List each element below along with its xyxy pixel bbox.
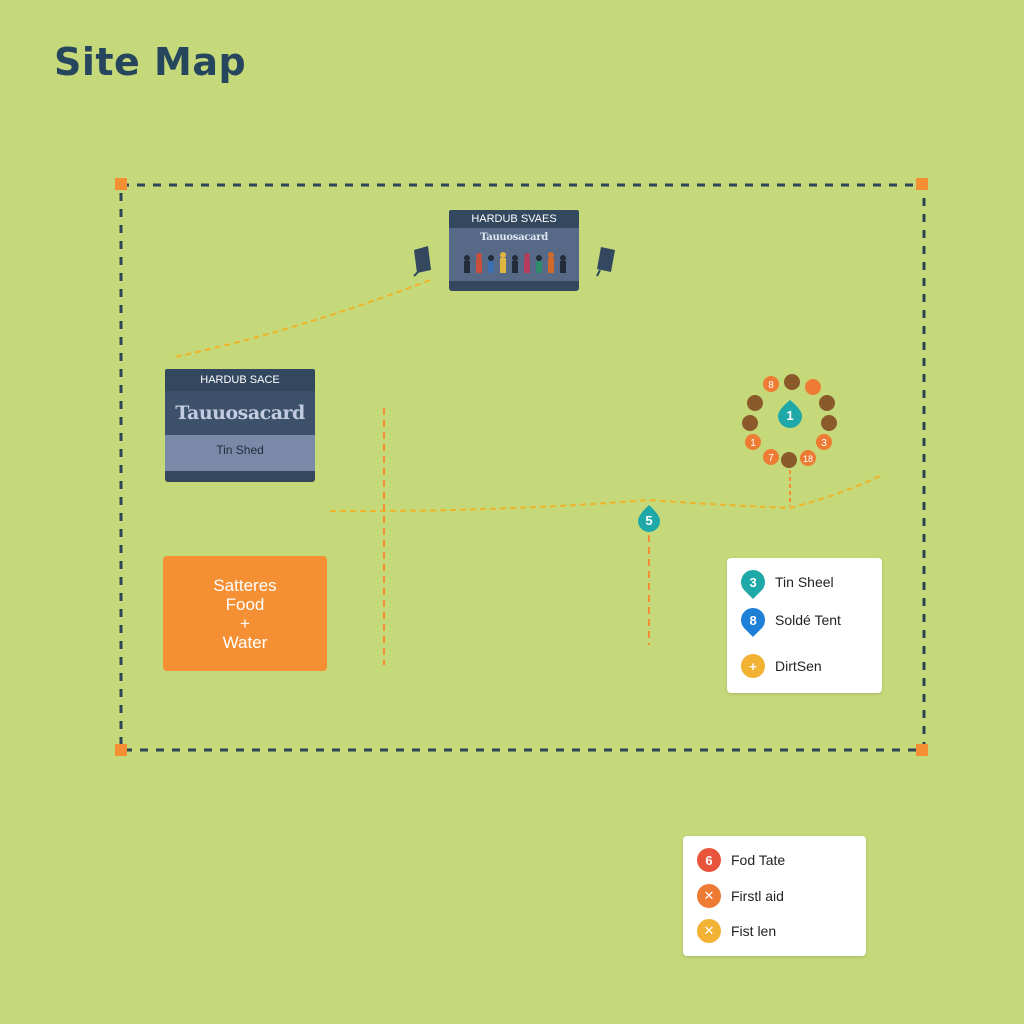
second-stage-banner: Tauuosacard <box>165 391 315 435</box>
cluster-dot <box>784 374 800 390</box>
site-boundary <box>119 183 926 752</box>
main-stage-banner: Tauuosacard <box>480 232 548 243</box>
food-water-area[interactable]: Satteres Food + Water <box>163 556 327 671</box>
second-stage[interactable]: HARDUB SACE Tauuosacard Tin Shed <box>165 369 315 482</box>
plus-icon: + <box>741 654 765 678</box>
boundary-corner-br <box>916 744 928 756</box>
main-stage-crowd: Tauuosacard <box>449 228 579 281</box>
legend-label: Soldé Tent <box>775 612 841 628</box>
path-main-walkway <box>329 475 881 513</box>
boundary-corner-tl <box>115 178 127 190</box>
cluster-dot <box>805 379 821 395</box>
svg-text:5: 5 <box>645 513 652 528</box>
drop-icon: 3 <box>736 565 770 599</box>
cluster-label-center: 1 <box>786 408 793 423</box>
legend-item: 6 Fod Tate <box>697 848 785 872</box>
legend-label: Fist len <box>731 923 777 939</box>
cluster-label-right: 3 <box>821 438 827 449</box>
food-water-line4: Water <box>222 632 268 652</box>
map-marker-5[interactable]: 5 <box>638 505 660 532</box>
cluster-label-left: 1 <box>750 438 756 449</box>
number-icon: 6 <box>697 848 721 872</box>
legend-item: ✕ Fist len <box>697 919 776 943</box>
cluster-dot <box>763 449 779 465</box>
legend-label: Fod Tate <box>731 852 786 868</box>
cluster-dot <box>816 434 832 450</box>
main-stage-base <box>449 281 579 291</box>
cluster-dot <box>745 434 761 450</box>
speaker-right-icon <box>596 247 615 277</box>
cluster-label-top-left: 8 <box>768 380 774 391</box>
cluster-label-bottom-right: 18 <box>803 454 813 464</box>
cross-icon: ✕ <box>697 919 721 943</box>
main-stage[interactable]: HARDUB SVAES Tauuosacard <box>449 210 579 291</box>
boundary-corner-tr <box>916 178 928 190</box>
legend-label: DirtSen <box>775 658 822 674</box>
legend-label: Tin Sheel <box>775 574 834 590</box>
path-stage-link <box>174 279 431 358</box>
food-water-line3: + <box>240 613 250 633</box>
drop-icon: 8 <box>736 603 770 637</box>
cluster-dot <box>747 395 763 411</box>
cluster-dot <box>742 415 758 431</box>
second-stage-sign: HARDUB SACE <box>165 369 315 391</box>
cluster-center-drop-icon <box>778 400 802 428</box>
legend-label: Firstl aid <box>731 888 784 904</box>
legend-panel-b: 6 Fod Tate ✕ Firstl aid ✕ Fist len <box>683 836 866 956</box>
legend-panel-a: 3 Tin Sheel 8 Soldé Tent + DirtSen <box>727 558 882 693</box>
food-water-line1: Satteres <box>213 575 277 595</box>
second-stage-base <box>165 471 315 482</box>
cluster-dot <box>821 415 837 431</box>
cross-icon: ✕ <box>697 884 721 908</box>
legend-item: 3 Tin Sheel <box>736 565 834 599</box>
main-stage-sign: HARDUB SVAES <box>449 210 579 228</box>
boundary-corner-bl <box>115 744 127 756</box>
cluster-dot <box>781 452 797 468</box>
page-title: Site Map <box>54 40 247 84</box>
food-water-line2: Food <box>225 594 265 614</box>
legend-item: + DirtSen <box>741 654 822 678</box>
speaker-left-icon <box>413 246 431 277</box>
cluster-label-bottom-left: 7 <box>768 453 774 464</box>
cluster-dot <box>819 395 835 411</box>
legend-item: ✕ Firstl aid <box>697 884 784 908</box>
second-stage-label: Tin Shed <box>165 435 315 471</box>
tent-cluster[interactable]: 8 1 7 3 18 1 <box>742 374 837 468</box>
cluster-dot <box>800 450 816 466</box>
crowd-illustration <box>464 252 566 273</box>
cluster-dot <box>763 376 779 392</box>
legend-item: 8 Soldé Tent <box>736 603 841 637</box>
